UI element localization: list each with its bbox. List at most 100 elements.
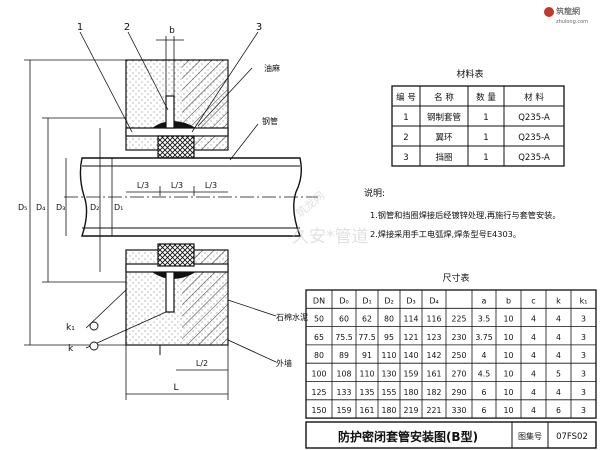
dimension-cell: 62: [362, 315, 372, 324]
dimension-cell: 60: [339, 315, 349, 324]
dimension-cell: 4: [531, 315, 536, 324]
dimension-cell: 182: [427, 388, 442, 397]
dimension-cell: 221: [427, 406, 442, 415]
dimension-cell: 4.5: [478, 370, 490, 379]
watermark-zhulong: 筑龙网: [293, 188, 327, 220]
dimension-cell: 330: [452, 406, 467, 415]
dimension-cell: 3: [581, 406, 586, 415]
materials-header-cell: 编 号: [396, 92, 416, 103]
callout-2: 2: [124, 22, 130, 33]
label-oil-hemp: 油麻: [264, 63, 280, 73]
label-outer-wall: 外墙: [276, 358, 292, 368]
dimension-cell: 142: [427, 351, 442, 360]
dim-l: L: [173, 383, 178, 393]
dimension-header-cell: D₄: [429, 296, 438, 305]
logo-text: 筑龍網: [556, 6, 580, 16]
dim-d1: D₁: [114, 203, 123, 212]
dimension-cell: 4: [556, 315, 561, 324]
dimension-cell: 100: [312, 370, 327, 379]
dimension-cell: 130: [382, 370, 397, 379]
dimension-cell: 4: [556, 388, 561, 397]
sleeve-lower: [125, 243, 229, 313]
materials-cell: 钢制套管: [427, 112, 461, 123]
dimension-cell: 4: [482, 351, 487, 360]
dimension-cell: 250: [452, 351, 467, 360]
steel-pipe: [64, 157, 318, 237]
dimension-cell: 135: [360, 388, 375, 397]
dimension-header-cell: k₁: [580, 296, 588, 305]
installation-drawing: 1 2 3 b 油麻 钢管 石棉水泥 外墙 L/3 L/3 L/3 L/2 L …: [18, 22, 318, 400]
dimension-cell: 110: [382, 351, 397, 360]
materials-cell: 1: [483, 133, 488, 143]
dimension-cell: 77.5: [358, 333, 375, 342]
dimension-cell: 6: [482, 388, 487, 397]
dimension-cell: 75.5: [335, 333, 352, 342]
dimension-cell: 4: [531, 406, 536, 415]
dimension-cell: 4: [556, 333, 561, 342]
dimension-cell: 225: [452, 315, 467, 324]
dimension-cell: 10: [504, 406, 514, 415]
dim-d5: D₅: [18, 203, 27, 212]
dim-l3-mid: L/3: [171, 181, 183, 190]
zhulong-logo: 筑龍網 zhulong.com: [542, 4, 594, 26]
dimension-header-cell: c: [531, 296, 535, 305]
dimension-cell: 3.75: [475, 333, 492, 342]
materials-cell: 1: [483, 153, 488, 163]
dimension-header-cell: a: [482, 296, 487, 305]
title-block: 防护密闭套管安装图(B型) 图集号 07FS02: [305, 421, 597, 449]
dim-l2: L/2: [196, 359, 208, 368]
dimension-cell: 10: [504, 333, 514, 342]
label-k: k: [68, 344, 74, 354]
dimension-cell: 91: [362, 351, 372, 360]
callout-1: 1: [77, 22, 83, 33]
dimension-cell: 3: [581, 370, 586, 379]
dimension-cell: 10: [504, 388, 514, 397]
dimension-cell: 10: [504, 351, 514, 360]
atlas-number: 07FS02: [556, 432, 588, 442]
materials-header-cell: 名 称: [434, 92, 454, 103]
materials-cell: 挡圈: [435, 152, 452, 163]
weld-symbol-k1: [89, 321, 99, 331]
leader-lines: [79, 31, 277, 363]
label-steel-pipe: 钢管: [262, 116, 278, 126]
dimension-cell: 159: [337, 406, 352, 415]
dimension-header-cell: b: [506, 296, 511, 305]
dimension-cell: 4: [556, 351, 561, 360]
materials-cell: 翼环: [435, 133, 453, 143]
dim-l3-right: L/3: [205, 181, 217, 190]
dim-d3: D₃: [56, 203, 65, 212]
dimension-cell: 3: [581, 388, 586, 397]
dimension-cell: 50: [314, 315, 324, 324]
note-line-1: 1.钢管和挡圈焊接后经镀锌处理,再施行与套管安装。: [370, 210, 561, 220]
dimension-cell: 10: [504, 370, 514, 379]
materials-title: 材料表: [456, 68, 483, 80]
dimension-cell: 3.5: [478, 315, 490, 324]
label-asbestos-cement: 石棉水泥: [276, 312, 308, 322]
materials-cell: 1: [483, 113, 488, 123]
dimension-cell: 108: [337, 370, 352, 379]
dim-l3: [126, 186, 228, 196]
callout-3: 3: [256, 22, 262, 33]
dimension-cell: 95: [384, 333, 394, 342]
weld-symbol-k: [89, 341, 99, 351]
dimension-cell: 5: [556, 370, 561, 379]
dimension-cell: 116: [427, 315, 442, 324]
dimension-header-cell: D₁: [362, 296, 371, 305]
dimension-cell: 4: [531, 351, 536, 360]
materials-cell: Q235-A: [518, 113, 550, 123]
dim-l3-left: L/3: [137, 181, 149, 190]
dimension-cell: 110: [360, 370, 375, 379]
label-k1: k₁: [66, 323, 75, 333]
dimension-cell: 4: [531, 388, 536, 397]
dimension-cell: 161: [427, 370, 442, 379]
dimension-cell: 180: [382, 406, 397, 415]
dimension-cell: 133: [337, 388, 352, 397]
dim-d2: D₂: [90, 203, 99, 212]
dimension-table-title: 尺寸表: [442, 272, 469, 284]
dim-d4: D₄: [36, 203, 45, 212]
dimension-cell: 270: [452, 370, 467, 379]
dimension-cell: 161: [360, 406, 375, 415]
